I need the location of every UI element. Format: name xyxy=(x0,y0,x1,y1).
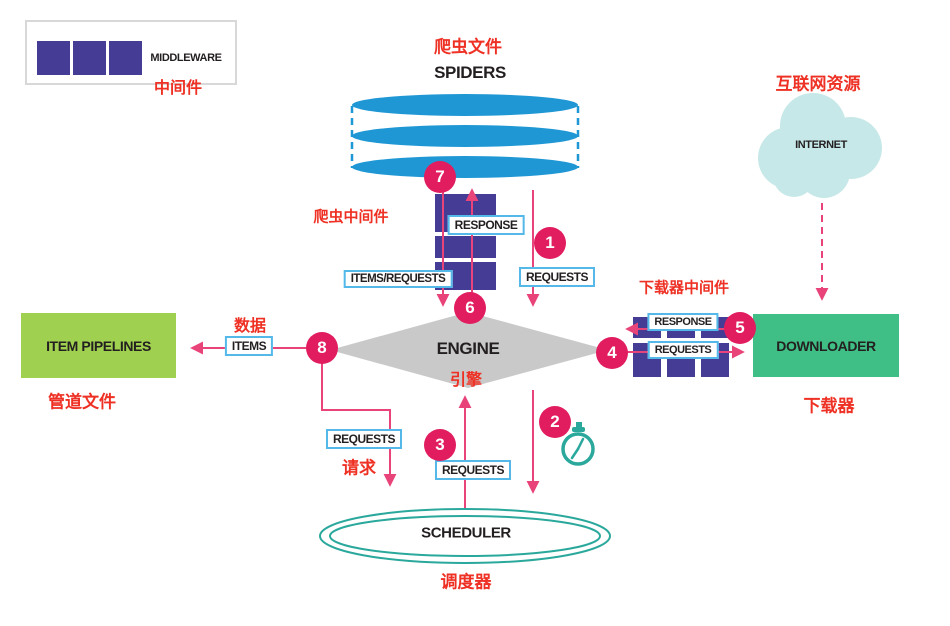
spiders-cylinder xyxy=(350,94,580,178)
step-circle-4: 4 xyxy=(596,337,628,369)
spiders-label: SPIDERS xyxy=(434,63,506,82)
step-circle-6: 6 xyxy=(454,292,486,324)
spider-middleware-label-zh: 爬虫中间件 xyxy=(313,208,389,226)
requests-label-zh: 请求 xyxy=(342,458,376,478)
internet-label-zh: 互联网资源 xyxy=(775,74,861,94)
flow-label-items: ITEMS xyxy=(224,336,274,356)
engine-label: ENGINE xyxy=(436,339,500,358)
item-pipelines-box: ITEM PIPELINES xyxy=(21,313,176,378)
middleware-square-3 xyxy=(109,41,142,75)
scheduler-label-zh: 调度器 xyxy=(440,572,492,592)
flow-label-downloader-response: RESPONSE xyxy=(647,313,719,331)
flow-label-scheduler-requests: REQUESTS xyxy=(325,429,403,449)
stopwatch-icon xyxy=(561,422,595,466)
middleware-legend: MIDDLEWARE xyxy=(25,20,237,85)
step-circle-8: 8 xyxy=(306,332,338,364)
item-pipelines-label: ITEM PIPELINES xyxy=(46,337,151,354)
middleware-legend-label-zh: 中间件 xyxy=(153,80,203,97)
flow-label-spider-requests: REQUESTS xyxy=(518,267,596,287)
engine-diamond xyxy=(330,312,608,388)
internet-label: INTERNET xyxy=(795,139,847,151)
engine-label-zh: 引擎 xyxy=(449,372,483,389)
step-circle-2: 2 xyxy=(539,406,571,438)
item-pipelines-label-zh: 管道文件 xyxy=(48,392,116,412)
downloader-box: DOWNLOADER xyxy=(753,314,899,377)
scheduler-ellipse xyxy=(319,508,611,564)
flow-label-items-requests: ITEMS/REQUESTS xyxy=(343,270,453,288)
middleware-square-1 xyxy=(37,41,70,75)
middleware-square-2 xyxy=(73,41,106,75)
scheduler-label: SCHEDULER xyxy=(421,524,511,542)
flow-label-spider-response: RESPONSE xyxy=(447,215,525,235)
internet-cloud xyxy=(758,93,882,198)
downloader-middleware-label-zh: 下载器中间件 xyxy=(638,279,730,297)
step-circle-5: 5 xyxy=(724,312,756,344)
step-circle-1: 1 xyxy=(534,227,566,259)
step-circle-3: 3 xyxy=(424,429,456,461)
step-circle-7: 7 xyxy=(424,161,456,193)
downloader-label: DOWNLOADER xyxy=(776,337,876,354)
flow-label-downloader-requests: REQUESTS xyxy=(647,341,719,359)
flow-label-engine-requests: REQUESTS xyxy=(434,460,512,480)
downloader-label-zh: 下载器 xyxy=(803,396,855,416)
items-label-zh: 数据 xyxy=(233,318,267,335)
middleware-legend-label: MIDDLEWARE xyxy=(150,52,222,64)
spiders-label-zh: 爬虫文件 xyxy=(434,37,502,57)
